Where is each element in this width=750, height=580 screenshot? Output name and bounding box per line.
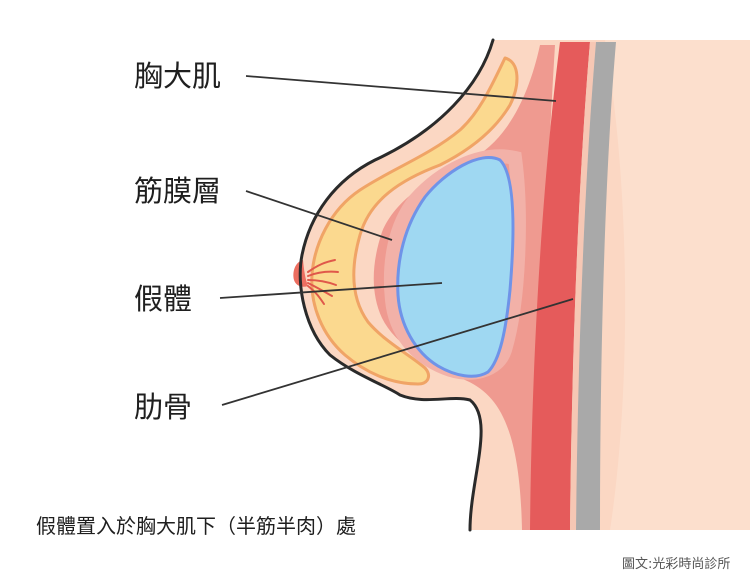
muscle-rib-gap: [570, 42, 596, 530]
rib-layer: [576, 42, 616, 530]
implant: [396, 156, 515, 378]
milk-ducts: [307, 259, 339, 305]
fascia-inner-lining: [383, 149, 526, 380]
pectoralis-muscle: [530, 42, 590, 530]
implant-label: 假體: [134, 282, 193, 316]
implant-leader-line: [219, 282, 443, 299]
fat-layer: [310, 56, 519, 386]
rib-leader-line: [221, 298, 574, 406]
body-interior: [605, 40, 750, 530]
fascia-leader-line: [245, 190, 393, 241]
fascia-label: 筋膜層: [134, 174, 222, 208]
rib-label: 肋骨: [134, 390, 193, 424]
pectoralis-leader-line: [245, 75, 557, 102]
pectoralis-label: 胸大肌: [134, 59, 222, 93]
diagram-caption: 假體置入於胸大肌下（半筋半肉）處: [36, 514, 356, 538]
image-credit: 圖文:光彩時尚診所: [622, 557, 731, 572]
skin-outline: [298, 38, 495, 532]
